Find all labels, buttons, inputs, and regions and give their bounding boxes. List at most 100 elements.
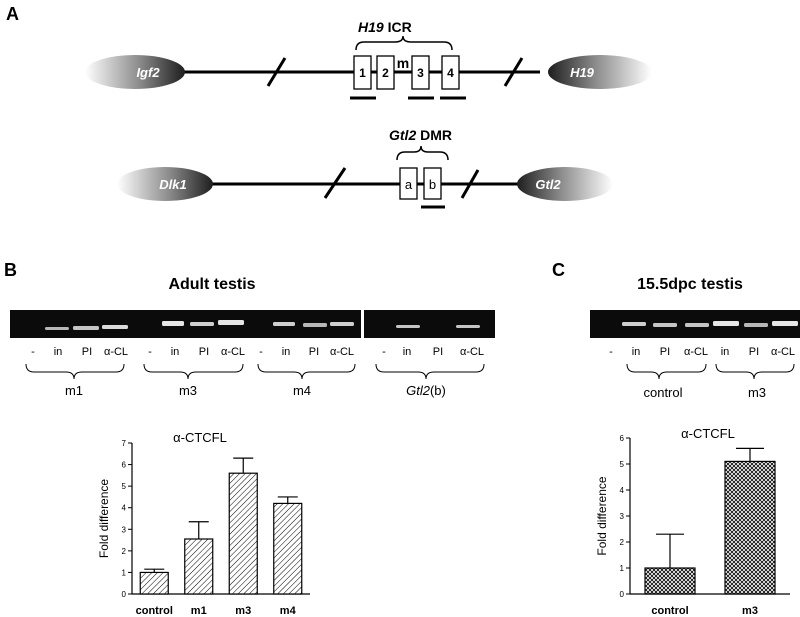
group-braces-b: [25, 363, 485, 380]
brace-control: [626, 363, 707, 380]
panel-b-title: Adult testis: [168, 276, 255, 293]
bar: [724, 460, 776, 595]
gel-band: [190, 322, 214, 326]
icr-box-1-label: 1: [359, 66, 366, 80]
icr-box-3: 3: [411, 55, 430, 90]
lane-label: PI: [199, 346, 209, 358]
lane-label: -: [259, 346, 263, 358]
group-label-gtl2b-suffix: (b): [430, 383, 446, 398]
brace-m1: [25, 363, 125, 380]
x-tick-label: m3: [742, 605, 758, 617]
gel-band: [45, 327, 69, 330]
brace-m3: [143, 363, 244, 380]
group-label-gtl2b: Gtl2(b): [406, 383, 446, 398]
group-label-m3: m3: [179, 383, 197, 398]
lane-labels-b: - in PI α-CL - in PI α-CL - in PI α-CL -…: [31, 346, 484, 358]
lane-label: α-CL: [771, 346, 795, 358]
lane-label: -: [609, 346, 613, 358]
gel-band: [622, 322, 646, 326]
gel-band: [456, 325, 480, 328]
brace-gtl2b: [375, 363, 485, 380]
lane-label: -: [148, 346, 152, 358]
y-tick-label: 2: [122, 547, 127, 556]
y-tick-label: 1: [122, 568, 127, 577]
lane-label: α-CL: [221, 346, 245, 358]
icr-box-3-label: 3: [417, 66, 424, 80]
gtl2-gene-oval: [517, 167, 613, 201]
h19-icr-diagram: H19 ICR m Igf2 H19 1 2 3 4: [85, 19, 652, 100]
y-tick-label: 7: [122, 439, 127, 448]
gel-b-main: [10, 310, 361, 338]
x-tick-label: m1: [191, 605, 207, 617]
icr-box-2-label: 2: [382, 66, 389, 80]
icr-break-left: [266, 57, 287, 87]
group-label-gtl2b-gene: Gtl2: [406, 383, 431, 398]
panel-c-label: C: [552, 260, 565, 280]
lane-label: in: [171, 346, 180, 358]
lane-label: α-CL: [330, 346, 354, 358]
panel-b-label: B: [4, 260, 17, 280]
y-tick-label: 4: [620, 486, 625, 495]
y-tick-label: 0: [620, 590, 625, 599]
lane-label: PI: [82, 346, 92, 358]
y-tick-label: 1: [620, 564, 625, 573]
dlk1-gene-label: Dlk1: [159, 177, 186, 192]
lane-label: PI: [309, 346, 319, 358]
dmr-title-suffix: DMR: [416, 127, 452, 143]
dmr-box-b: b: [423, 167, 442, 200]
gel-band: [102, 325, 128, 329]
bar: [228, 472, 258, 595]
h19-gene-label: H19: [570, 65, 595, 80]
gel-band: [273, 322, 295, 326]
lane-label: α-CL: [460, 346, 484, 358]
y-tick-label: 4: [122, 504, 127, 513]
icr-box-1: 1: [353, 55, 372, 90]
gel-band: [744, 323, 768, 327]
y-tick-label: 3: [620, 512, 625, 521]
brace-m3-c: [715, 363, 795, 380]
lane-label: PI: [749, 346, 759, 358]
x-tick-label: control: [651, 605, 688, 617]
gel-band: [713, 321, 739, 326]
gel-band: [330, 322, 354, 326]
group-braces-c: [626, 363, 795, 380]
panel-a: A H19 ICR m Igf2 H19 1 2 3 4 Gtl2 DMR: [6, 4, 652, 209]
gel-band: [653, 323, 677, 327]
dlk1-gene-oval: [117, 167, 213, 201]
x-tick-label: m4: [280, 605, 297, 617]
group-label-control: control: [643, 385, 682, 400]
dmr-box-a-label: a: [405, 177, 413, 192]
lane-label: α-CL: [104, 346, 128, 358]
panel-b: B Adult testis - in PI α-CL - in PI α-CL…: [4, 260, 495, 617]
y-axis-label: Fold difference: [97, 479, 111, 558]
icr-title: H19 ICR: [358, 19, 412, 35]
bar: [273, 502, 303, 595]
lane-label: in: [632, 346, 641, 358]
lane-label: PI: [433, 346, 443, 358]
dmr-box-b-label: b: [429, 177, 436, 192]
y-tick-label: 5: [620, 460, 625, 469]
gel-band: [772, 321, 798, 326]
dmr-box-a: a: [399, 167, 418, 200]
icr-title-suffix: ICR: [384, 19, 412, 35]
icr-title-gene: H19: [358, 19, 384, 35]
lane-label: in: [721, 346, 730, 358]
y-tick-label: 6: [122, 461, 127, 470]
gel-band: [162, 321, 184, 326]
panel-c: C 15.5dpc testis - in PI α-CL in PI α-CL…: [552, 260, 800, 617]
h19-gene-oval: [548, 55, 652, 89]
igf2-gene-label: Igf2: [136, 65, 160, 80]
icr-box-4-label: 4: [447, 66, 454, 80]
bar: [139, 571, 169, 595]
lane-label: -: [382, 346, 386, 358]
y-tick-label: 2: [620, 538, 625, 547]
brace-m4: [257, 363, 356, 380]
y-tick-label: 0: [122, 590, 127, 599]
lane-label: in: [282, 346, 291, 358]
icr-box-4: 4: [441, 55, 460, 90]
dmr-break-right: [460, 169, 480, 199]
dmr-title-gene: Gtl2: [389, 127, 416, 143]
group-label-m3-c: m3: [748, 385, 766, 400]
